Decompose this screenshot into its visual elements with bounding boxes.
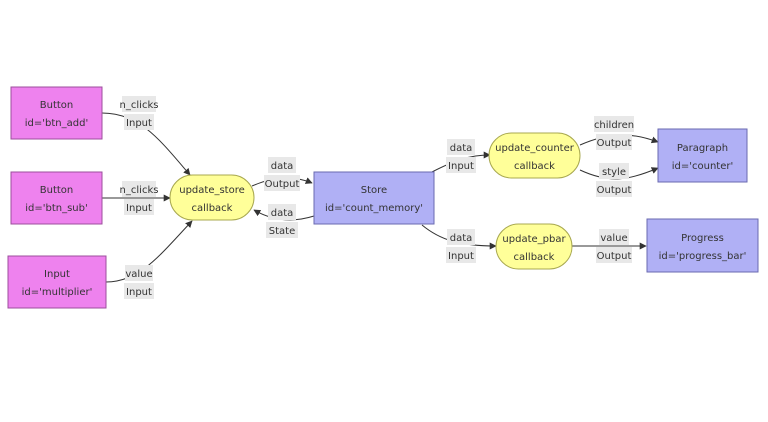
- node-id-label: id='btn_sub': [25, 203, 88, 214]
- node-callback-update-pbar: update_pbar callback: [495, 223, 573, 270]
- node-type-label: Store: [361, 185, 387, 196]
- edge-type-label: Input: [448, 161, 474, 172]
- edge-label-progress-output: value Output: [596, 229, 632, 263]
- edge-multiplier-to-update_store: [105, 220, 193, 283]
- node-type-label: Progress: [681, 233, 724, 244]
- node-store-count-memory: Store id='count_memory': [313, 171, 435, 225]
- edge-type-label: Output: [597, 185, 632, 196]
- edge-btn_add-to-update_store: [101, 112, 191, 176]
- edge-label-pbar-input: data Input: [446, 229, 476, 263]
- callback-name-label: update_counter: [495, 143, 575, 154]
- node-type-label: Button: [40, 100, 74, 111]
- node-id-label: id='progress_bar': [659, 251, 747, 262]
- nodes-layer: Button id='btn_add' Button id='btn_sub' …: [7, 86, 759, 309]
- edge-type-label: Input: [126, 203, 152, 214]
- callback-name-label: update_store: [179, 185, 245, 196]
- edge-label-btn_sub: n_clicks Input: [120, 181, 159, 215]
- callback-name-label: update_pbar: [502, 234, 566, 245]
- callback-kind-label: callback: [514, 161, 555, 172]
- edge-prop-label: n_clicks: [120, 185, 159, 196]
- edge-type-label: Input: [126, 287, 152, 298]
- edge-prop-label: data: [450, 143, 473, 154]
- edge-label-counter-input: data Input: [446, 139, 476, 173]
- node-paragraph-counter: Paragraph id='counter': [657, 128, 748, 183]
- node-id-label: id='count_memory': [325, 203, 423, 214]
- node-callback-update-counter: update_counter callback: [488, 132, 581, 179]
- edge-labels-layer: n_clicks Input n_clicks Input value Inpu…: [120, 96, 634, 299]
- node-input-multiplier: Input id='multiplier': [7, 255, 107, 309]
- edge-type-label: Input: [126, 118, 152, 129]
- edge-type-label: State: [269, 226, 295, 237]
- edge-prop-label: children: [594, 120, 634, 131]
- edge-label-children-output: children Output: [594, 116, 634, 150]
- edge-label-store-output: data Output: [264, 157, 300, 191]
- node-id-label: id='btn_add': [25, 118, 88, 129]
- edge-prop-label: value: [125, 269, 152, 280]
- edge-prop-label: n_clicks: [120, 100, 159, 111]
- edge-label-store-state: data State: [266, 204, 298, 238]
- edge-prop-label: style: [602, 167, 626, 178]
- node-type-label: Paragraph: [677, 143, 728, 154]
- node-button-btn-add: Button id='btn_add': [10, 86, 103, 140]
- edge-type-label: Output: [597, 251, 632, 262]
- edge-label-style-output: style Output: [596, 163, 632, 197]
- edge-label-btn_add: n_clicks Input: [120, 96, 159, 130]
- node-type-label: Button: [40, 185, 74, 196]
- node-type-label: Input: [44, 269, 70, 280]
- edge-prop-label: data: [271, 161, 294, 172]
- edge-type-label: Input: [448, 251, 474, 262]
- edge-prop-label: value: [600, 233, 627, 244]
- callback-kind-label: callback: [514, 252, 555, 263]
- edge-type-label: Output: [597, 138, 632, 149]
- node-progress-progress-bar: Progress id='progress_bar': [646, 218, 759, 273]
- callback-kind-label: callback: [192, 203, 233, 214]
- edge-label-multiplier: value Input: [124, 265, 154, 299]
- node-id-label: id='counter': [672, 161, 733, 172]
- node-button-btn-sub: Button id='btn_sub': [10, 171, 103, 225]
- edge-prop-label: data: [271, 208, 294, 219]
- edge-prop-label: data: [450, 233, 473, 244]
- edge-type-label: Output: [265, 179, 300, 190]
- node-id-label: id='multiplier': [22, 287, 93, 298]
- node-callback-update-store: update_store callback: [169, 174, 255, 221]
